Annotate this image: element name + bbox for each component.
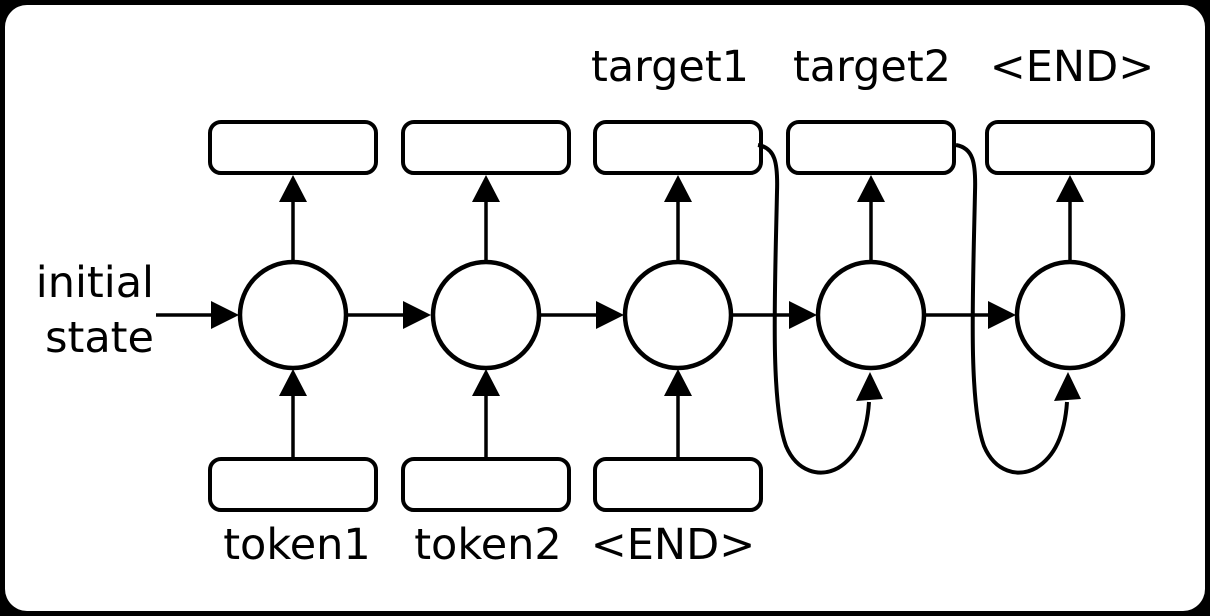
state-arrowhead-3-4 [789,301,817,329]
output-arrowhead-4 [857,175,885,202]
input-box-2 [401,457,571,512]
label-end-top: <END> [989,42,1155,92]
output-arrowhead-5 [1056,175,1084,202]
input-box-1 [208,457,378,512]
input-box-3 [593,457,763,512]
input-arrowhead-2 [472,369,500,396]
rnn-cell-1 [237,259,349,371]
output-box-5 [985,120,1155,175]
output-box-1 [208,120,378,175]
feedback-arrowhead-2 [1054,372,1081,401]
rnn-cell-4 [815,259,927,371]
output-box-2 [401,120,571,175]
output-arrowhead-3 [664,175,692,202]
output-box-3 [593,120,763,175]
feedback-arrowhead-1 [856,372,883,401]
output-arrowhead-2 [472,175,500,202]
rnn-cell-3 [622,259,734,371]
initial-state-arrowhead [211,301,239,329]
output-box-4 [786,120,956,175]
rnn-cell-2 [430,259,542,371]
output-arrowhead-1 [279,175,307,202]
state-arrowhead-1-2 [403,301,431,329]
label-end-bottom: <END> [590,520,756,570]
label-target1: target1 [590,42,750,92]
label-target2: target2 [792,42,952,92]
feedback-curve-2 [955,143,1069,475]
label-token1: token1 [223,520,371,570]
label-token2: token2 [414,520,562,570]
feedback-arrows [757,143,1069,475]
input-arrowhead-3 [664,369,692,396]
initial-state-label: initial state [35,258,154,363]
state-arrowhead-2-3 [596,301,624,329]
input-arrowhead-1 [279,369,307,396]
feedback-curve-1 [757,143,871,475]
rnn-cell-5 [1014,259,1126,371]
state-arrowhead-4-5 [988,301,1016,329]
